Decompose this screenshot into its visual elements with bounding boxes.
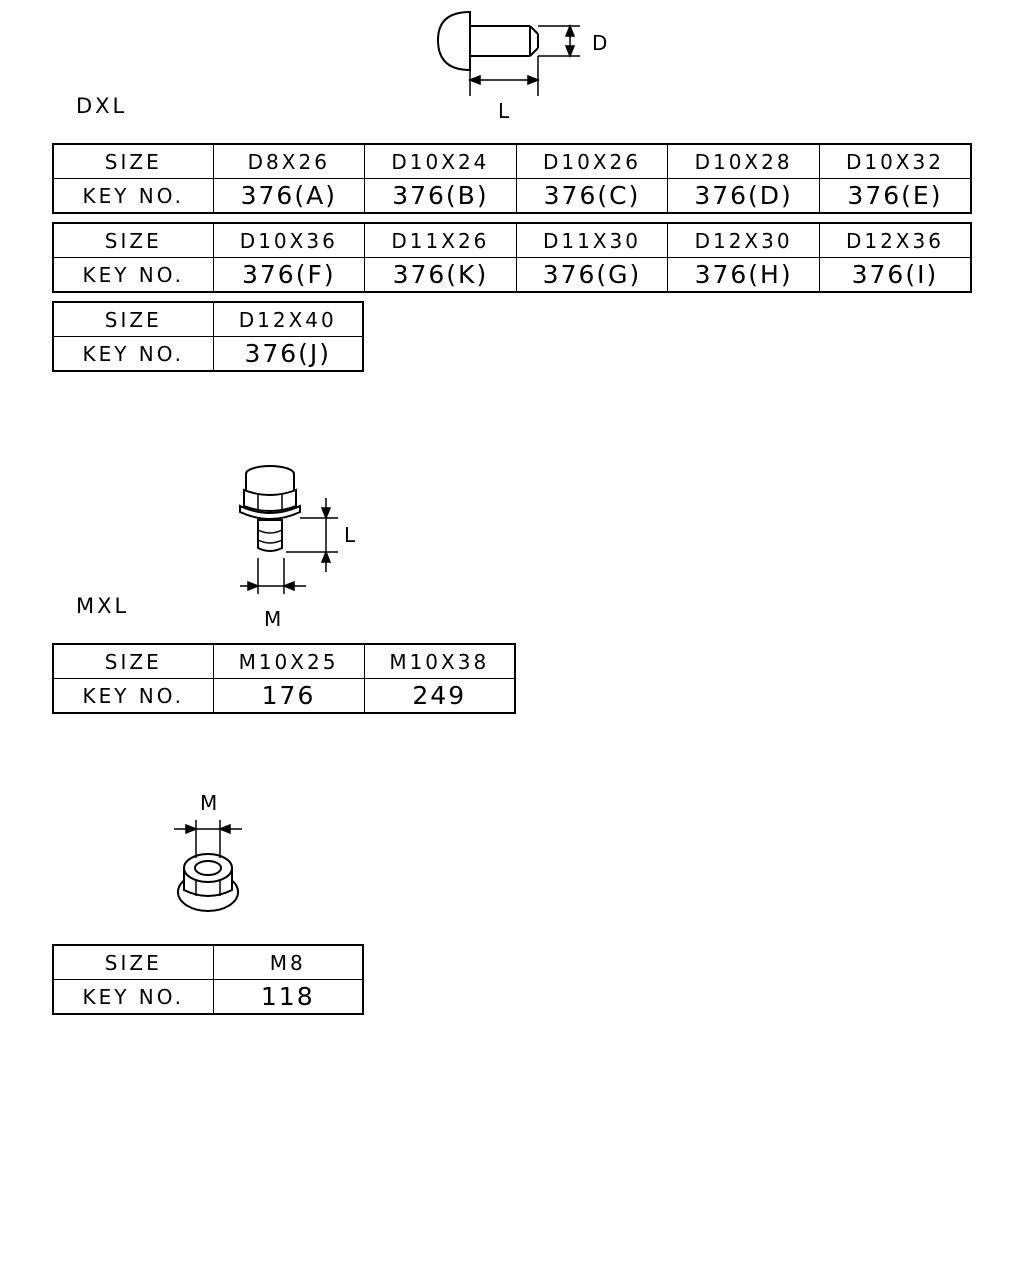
- key-no-cell: 376(I): [818, 257, 972, 293]
- rivet-table-1: SIZE D8X26 D10X24 D10X26 D10X28 D10X32 K…: [52, 143, 972, 214]
- size-cell: M10X25: [212, 643, 365, 679]
- size-cell: D12X40: [212, 301, 364, 337]
- key-no-header: KEY NO.: [52, 678, 214, 714]
- rivet-dim-d-label: D: [592, 31, 608, 55]
- rivet-table-2: SIZE D10X36 D11X26 D11X30 D12X30 D12X36 …: [52, 222, 972, 293]
- size-cell: M8: [212, 944, 364, 980]
- size-header: SIZE: [52, 643, 214, 679]
- rivet-dimension-lines: [467, 23, 580, 96]
- key-no-cell: 376(G): [515, 257, 669, 293]
- flange-nut-part: [177, 853, 239, 912]
- key-no-header: KEY NO.: [52, 336, 214, 372]
- nut-dim-m-label: M: [200, 791, 218, 815]
- size-cell: D10X32: [818, 143, 972, 179]
- size-cell: D12X36: [818, 222, 972, 258]
- size-header: SIZE: [52, 301, 214, 337]
- size-header: SIZE: [52, 143, 214, 179]
- rivet-dim-l-label: L: [498, 99, 510, 123]
- key-no-cell: 249: [363, 678, 516, 714]
- size-cell: M10X38: [363, 643, 516, 679]
- size-cell: D11X26: [364, 222, 517, 258]
- key-no-cell: 176: [212, 678, 365, 714]
- key-no-header: KEY NO.: [52, 178, 214, 214]
- key-no-cell: 376(H): [667, 257, 820, 293]
- key-no-cell: 376(J): [212, 336, 364, 372]
- bolt-table: SIZE M10X25 M10X38 KEY NO. 176 249: [52, 643, 516, 714]
- rivet-section-title: DXL: [76, 94, 128, 118]
- size-cell: D12X30: [667, 222, 820, 258]
- size-header: SIZE: [52, 222, 214, 258]
- key-no-cell: 376(B): [364, 178, 517, 214]
- size-header: SIZE: [52, 944, 214, 980]
- key-no-cell: 376(D): [667, 178, 820, 214]
- bolt-dim-m-label: M: [264, 607, 282, 631]
- key-no-header: KEY NO.: [52, 979, 214, 1015]
- size-cell: D10X28: [667, 143, 820, 179]
- rivet-table-3: SIZE D12X40 KEY NO. 376(J): [52, 301, 364, 372]
- bolt-dimension-lines: [240, 498, 338, 594]
- size-cell: D11X30: [515, 222, 669, 258]
- size-cell: D10X26: [515, 143, 669, 179]
- bolt-dim-l-label: L: [344, 523, 356, 547]
- key-no-cell: 376(F): [212, 257, 366, 293]
- size-cell: D10X24: [364, 143, 517, 179]
- size-cell: D8X26: [212, 143, 366, 179]
- key-no-header: KEY NO.: [52, 257, 214, 293]
- key-no-cell: 376(C): [515, 178, 669, 214]
- size-cell: D10X36: [212, 222, 366, 258]
- key-no-cell: 376(E): [818, 178, 972, 214]
- key-no-cell: 376(K): [364, 257, 517, 293]
- key-no-cell: 376(A): [212, 178, 366, 214]
- nut-table: SIZE M8 KEY NO. 118: [52, 944, 364, 1015]
- bolt-section-title: MXL: [76, 594, 130, 618]
- flange-bolt-part: [239, 465, 301, 552]
- rivet-part: [436, 10, 539, 72]
- key-no-cell: 118: [212, 979, 364, 1015]
- nut-dimension-lines: [174, 820, 242, 858]
